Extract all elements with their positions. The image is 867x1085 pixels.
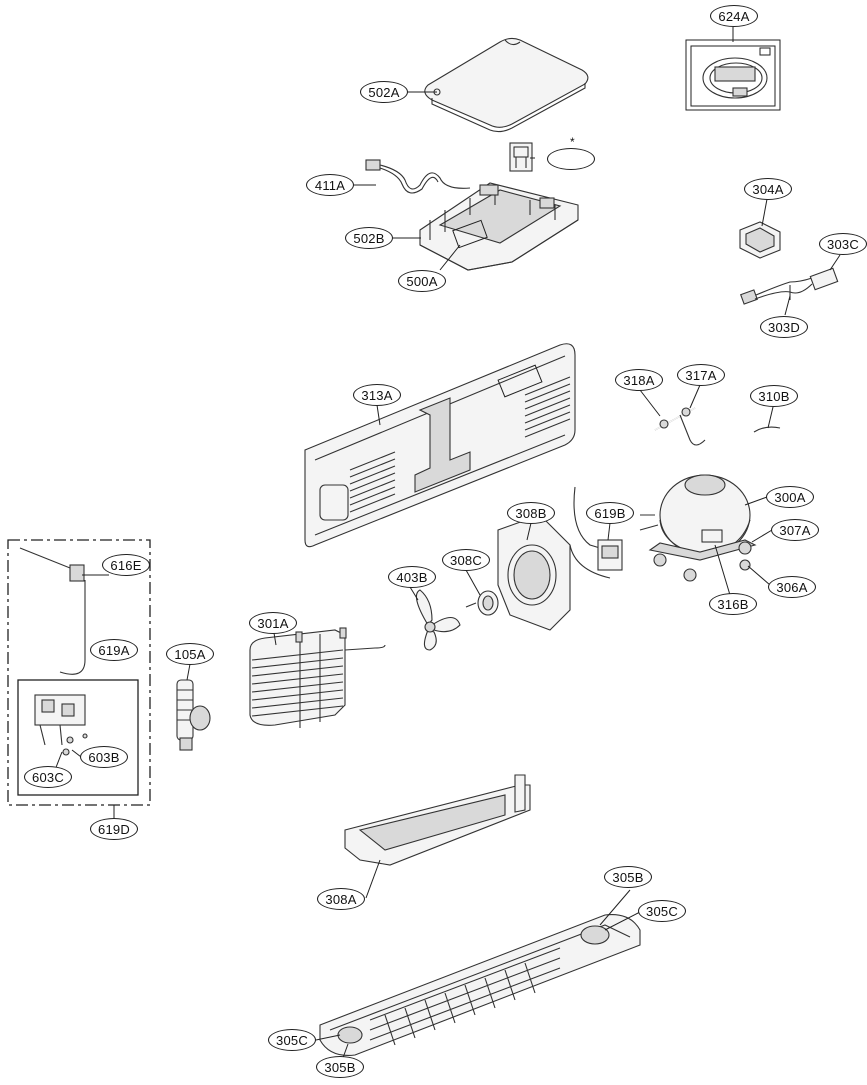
- callout-619A: 619A: [90, 639, 138, 661]
- callout-603C: 603C: [24, 766, 72, 788]
- fan-blade-403B: [415, 589, 461, 651]
- callout-318A: 318A: [615, 369, 663, 391]
- asterisk-note: *: [570, 135, 575, 149]
- callout-307A: 307A: [771, 519, 819, 541]
- fan-motor-308C: [465, 590, 499, 616]
- callout-603B: 603B: [80, 746, 128, 768]
- drain-tube-105A: [176, 679, 211, 751]
- callout-303C: 303C: [819, 233, 867, 255]
- compressor-300A: [639, 474, 757, 582]
- callout-305B-top: 305B: [604, 866, 652, 888]
- bracket-304A: [739, 221, 781, 259]
- callout-308A: 308A: [317, 888, 365, 910]
- callout-502A: 502A: [360, 81, 408, 103]
- valve-619B: [569, 486, 623, 579]
- back-panel-313A: [304, 343, 576, 548]
- fan-shroud-308B: [497, 514, 571, 631]
- callout-313A: 313A: [353, 384, 401, 406]
- callout-105A: 105A: [166, 643, 214, 665]
- callout-500A: 500A: [398, 270, 446, 292]
- callout-306A: 306A: [768, 576, 816, 598]
- callout-308B: 308B: [507, 502, 555, 524]
- callout-616E: 616E: [102, 554, 150, 576]
- callout-624A: 624A: [710, 5, 758, 27]
- callout-301A: 301A: [249, 612, 297, 634]
- leader-lines: [54, 27, 841, 1067]
- callout-403B: 403B: [388, 566, 436, 588]
- callout-305B-bottom: 305B: [316, 1056, 364, 1078]
- water-kit-619D: [7, 539, 151, 806]
- power-cord-411A: [365, 159, 471, 194]
- callout-316B: 316B: [709, 593, 757, 615]
- pcb-housing-502B: [419, 182, 579, 271]
- wire-harness-303: [740, 267, 839, 305]
- callout-308C: 308C: [442, 549, 490, 571]
- callout-310B: 310B: [750, 385, 798, 407]
- wiring-kit-624A: [685, 39, 781, 111]
- callout-304A: 304A: [744, 178, 792, 200]
- callout-303D: 303D: [760, 316, 808, 338]
- callout-300A: 300A: [766, 486, 814, 508]
- condenser-301A: [249, 627, 386, 728]
- callout-411A: 411A: [306, 174, 354, 196]
- clip-310B: [753, 426, 781, 433]
- cover-502A: [424, 37, 589, 133]
- callout-619B: 619B: [586, 502, 634, 524]
- callout-619D: 619D: [90, 818, 138, 840]
- callout-unlabeled-oval: [547, 148, 595, 170]
- callout-305C-bottom: 305C: [268, 1029, 316, 1051]
- callout-305C-top: 305C: [638, 900, 686, 922]
- base-308A: [344, 774, 531, 866]
- tube-318A-317A: [654, 407, 706, 446]
- callout-502B: 502B: [345, 227, 393, 249]
- small-bracket-part: [509, 142, 533, 172]
- callout-317A: 317A: [677, 364, 725, 386]
- base-plate-305: [319, 914, 641, 1056]
